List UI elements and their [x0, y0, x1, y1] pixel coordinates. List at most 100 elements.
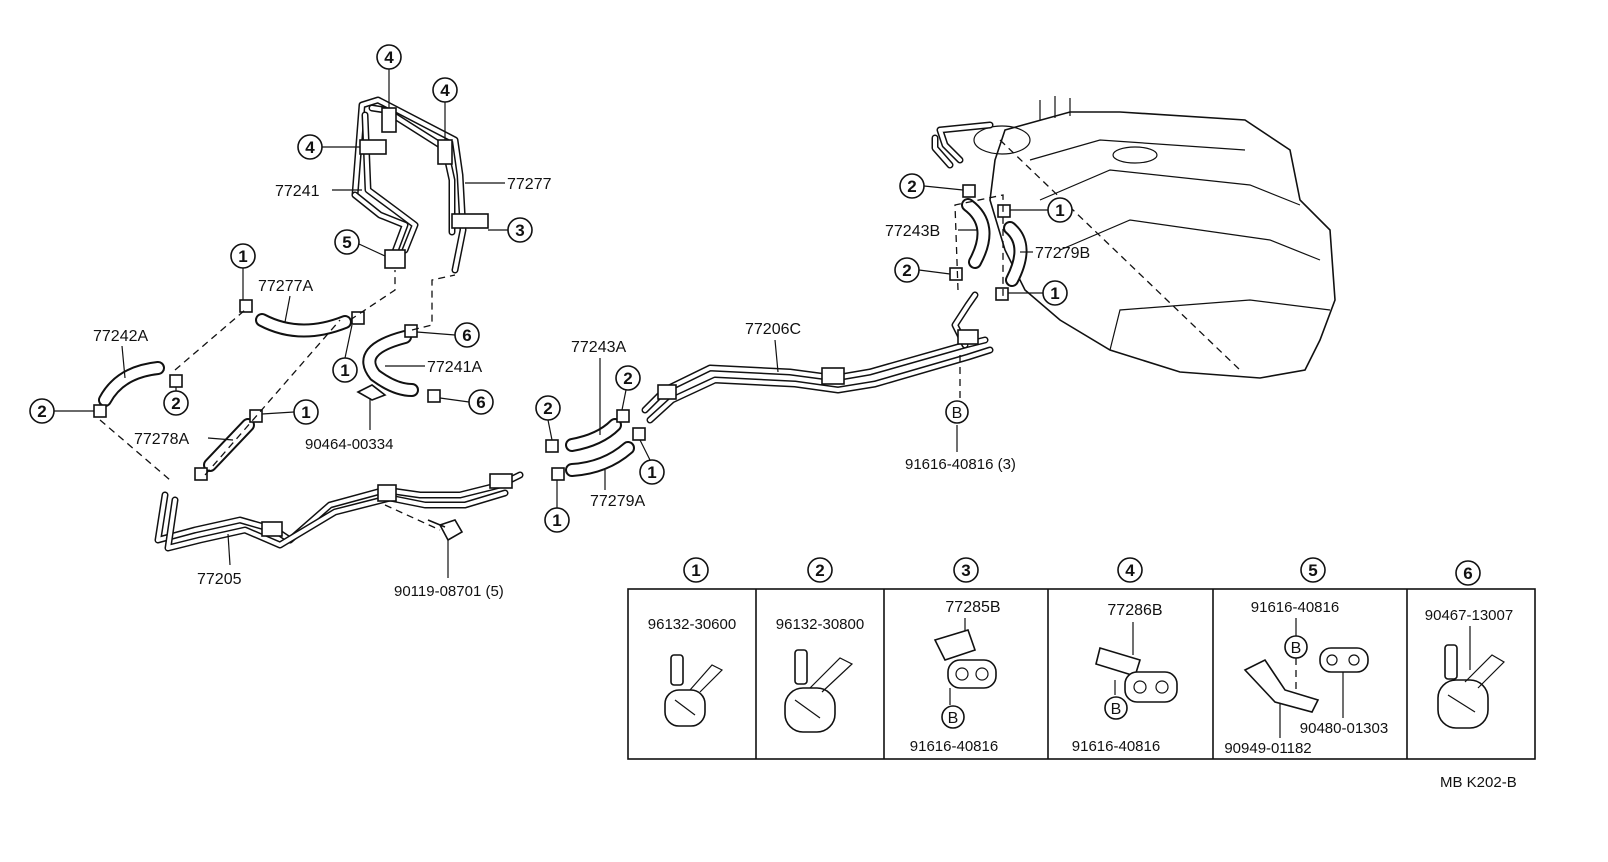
- callout-4: 4: [297, 134, 387, 160]
- svg-text:2: 2: [815, 561, 824, 580]
- rubber-grommet-drawing: [1319, 647, 1369, 673]
- svg-text:1: 1: [340, 361, 349, 380]
- svg-text:1: 1: [238, 247, 247, 266]
- pipe-77241: [351, 96, 467, 274]
- svg-text:B: B: [948, 710, 959, 727]
- callouts: 4 4 4 3 5: [29, 44, 1073, 533]
- bolt-marker-b: B: [941, 705, 965, 729]
- svg-text:2: 2: [902, 261, 911, 280]
- svg-text:2: 2: [37, 402, 46, 421]
- callout-1: 1: [230, 243, 256, 300]
- svg-text:6: 6: [1463, 564, 1472, 583]
- label-77243B: 77243B: [885, 223, 940, 240]
- svg-text:5: 5: [1308, 561, 1317, 580]
- hose-77241A: [362, 330, 419, 397]
- legend-part-91616-40816: 91616-40816: [1072, 738, 1160, 755]
- legend-header-2: 2: [807, 557, 833, 583]
- svg-text:1: 1: [647, 463, 656, 482]
- pipe-clamp: [821, 367, 845, 385]
- callout-1: 1: [1008, 280, 1068, 306]
- legend-part-91616-40816: 91616-40816: [910, 738, 998, 755]
- label-90119: 90119-08701 (5): [394, 583, 504, 600]
- dashed-leaders: [99, 194, 1004, 531]
- label-77278A: 77278A: [134, 431, 189, 448]
- hose-clip-drawing: [664, 654, 724, 727]
- svg-text:1: 1: [691, 561, 700, 580]
- callout-1: 1: [639, 439, 665, 485]
- bolt-90119: [438, 519, 464, 542]
- legend-table: 1 2 3 4 5 6 96132-30600: [627, 557, 1536, 760]
- label-77279B: 77279B: [1035, 245, 1090, 262]
- hose-77279A: [565, 441, 635, 477]
- callout-1: 1: [332, 324, 358, 383]
- callout-2: 2: [899, 173, 964, 199]
- svg-text:2: 2: [543, 399, 552, 418]
- hose-clip-drawing: [784, 649, 854, 733]
- svg-text:1: 1: [1050, 284, 1059, 303]
- bolt-marker-b: B: [945, 400, 969, 424]
- callout-4: 4: [432, 77, 458, 165]
- pipe-clamp-drawing: [1095, 646, 1178, 703]
- pipe-clamp: [957, 329, 979, 345]
- legend-part-91616-40816: 91616-40816: [1251, 599, 1339, 616]
- legend-header-3: 3: [953, 557, 979, 583]
- pipe-77206C: [641, 291, 994, 424]
- legend-frame: [627, 588, 1536, 760]
- callout-1: 1: [1010, 197, 1073, 223]
- pipe-clamp: [657, 384, 677, 400]
- svg-text:B: B: [1111, 701, 1122, 718]
- callout-1: 1: [261, 399, 319, 425]
- callout-2: 2: [29, 398, 94, 424]
- svg-text:3: 3: [961, 561, 970, 580]
- label-77242A: 77242A: [93, 328, 148, 345]
- label-77277A: 77277A: [258, 278, 313, 295]
- part-labels: 77241 77277 77277A 77242A 77241A 77278A …: [93, 176, 1090, 600]
- svg-text:6: 6: [476, 393, 485, 412]
- hose-77279B: [1003, 221, 1028, 287]
- svg-text:6: 6: [462, 326, 471, 345]
- legend-header-5: 5: [1300, 557, 1326, 583]
- label-77279A: 77279A: [590, 493, 645, 510]
- svg-text:4: 4: [384, 48, 394, 67]
- svg-text:5: 5: [342, 233, 351, 252]
- label-77205: 77205: [197, 571, 242, 588]
- fuel-tank: [973, 96, 1336, 379]
- pipe-clamp-drawing: [933, 629, 997, 689]
- hose-77243B: [961, 198, 991, 269]
- label-90464: 90464-00334: [305, 436, 393, 453]
- bolt-marker-b: B: [1284, 635, 1308, 659]
- svg-text:1: 1: [552, 511, 561, 530]
- legend-part-77285B: 77285B: [945, 599, 1000, 616]
- label-77277: 77277: [507, 176, 552, 193]
- callout-2: 2: [615, 365, 641, 411]
- svg-text:1: 1: [301, 403, 310, 422]
- label-91616-3: 91616-40816 (3): [905, 456, 1016, 473]
- pipe-clamp: [377, 484, 397, 502]
- pipe-clamp: [489, 473, 513, 489]
- legend-header-1: 1: [683, 557, 709, 583]
- legend-part-90480-01303: 90480-01303: [1300, 720, 1388, 737]
- hose-77277A: [255, 313, 352, 338]
- callout-1: 1: [544, 480, 570, 533]
- clip-90464: [356, 384, 387, 401]
- callout-6: 6: [439, 389, 494, 415]
- bolt-marker-b: B: [1104, 696, 1128, 720]
- label-77241: 77241: [275, 183, 320, 200]
- callout-2: 2: [163, 387, 189, 416]
- label-77243A: 77243A: [571, 339, 626, 356]
- callout-4: 4: [376, 44, 402, 133]
- svg-text:2: 2: [907, 177, 916, 196]
- callout-2: 2: [535, 395, 561, 441]
- legend-part-90949-01182: 90949-01182: [1224, 740, 1311, 757]
- svg-text:B: B: [952, 405, 963, 422]
- callout-2: 2: [894, 257, 951, 283]
- svg-text:4: 4: [1125, 561, 1135, 580]
- hose-77243A: [565, 418, 622, 452]
- callout-3: 3: [451, 213, 533, 243]
- legend-part-77286B: 77286B: [1107, 602, 1162, 619]
- legend-part-96132-30800: 96132-30800: [776, 616, 864, 633]
- diagram-code: MB K202-B: [1440, 774, 1517, 791]
- legend-part-90467-13007: 90467-13007: [1425, 607, 1513, 624]
- label-77241A: 77241A: [427, 359, 482, 376]
